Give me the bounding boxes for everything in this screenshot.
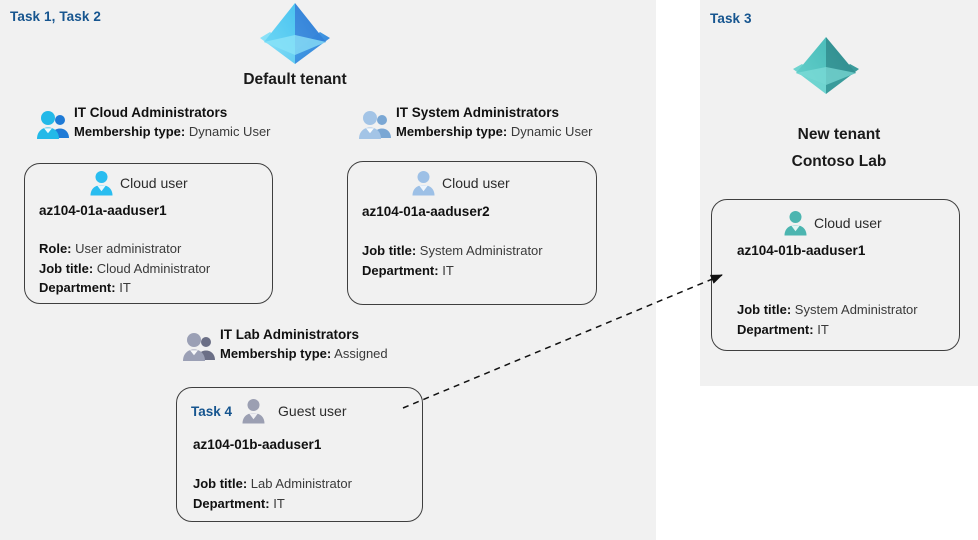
task-label-4: Task 4 <box>191 403 233 419</box>
azure-ad-tenant-icon <box>790 36 862 94</box>
attr-value: System Administrator <box>794 302 918 317</box>
attr-department: Department: IT <box>39 278 210 298</box>
group-membership: Membership type: Assigned <box>220 344 388 363</box>
group-users-icon <box>358 110 392 140</box>
group-it-system-administrators: IT System Administrators Membership type… <box>358 104 593 141</box>
task-label-3: Task 3 <box>710 11 752 26</box>
attr-label: Job title: <box>39 260 94 276</box>
attr-label: Job title: <box>193 476 248 491</box>
user-type-label: Cloud user <box>442 175 510 191</box>
attr-value: IT <box>817 321 829 337</box>
membership-label: Membership type: <box>74 124 186 139</box>
new-tenant-caption-line1: New tenant <box>797 126 881 143</box>
attr-value: IT <box>273 495 285 511</box>
attr-job-title: Job title: Cloud Administrator <box>39 259 210 279</box>
group-title: IT System Administrators <box>396 105 560 120</box>
membership-label: Membership type: <box>396 124 508 139</box>
attr-value: IT <box>119 280 131 295</box>
group-title: IT Lab Administrators <box>220 327 360 342</box>
membership-value: Dynamic User <box>510 124 593 139</box>
user-card-guest-az104-01b-aaduser1: Task 4 Guest user az104-01b-aaduser1 Job… <box>176 387 423 522</box>
attr-label: Department: <box>737 321 814 337</box>
user-card-header: Cloud user <box>783 210 882 236</box>
user-card-header: Cloud user <box>89 170 188 196</box>
user-card-az104-01a-aaduser1: Cloud user az104-01a-aaduser1 Role: User… <box>24 163 273 304</box>
attr-value: Cloud Administrator <box>96 260 211 276</box>
attr-label: Job title: <box>737 302 792 317</box>
attr-role: Role: User administrator <box>39 239 210 259</box>
user-card-header: Cloud user <box>411 170 510 196</box>
user-name: az104-01a-aaduser2 <box>362 204 490 219</box>
attr-job-title: Job title: System Administrator <box>362 241 543 261</box>
user-type-label: Cloud user <box>814 215 882 231</box>
user-card-az104-01a-aaduser2: Cloud user az104-01a-aaduser2 Job title:… <box>347 161 597 305</box>
user-name: az104-01b-aaduser1 <box>737 243 866 258</box>
azure-ad-tenant-icon <box>256 2 334 64</box>
cloud-user-icon <box>89 170 114 196</box>
user-type-label: Cloud user <box>120 175 188 191</box>
guest-user-icon <box>241 398 266 424</box>
cloud-user-icon <box>411 170 436 196</box>
attr-value: IT <box>442 262 454 278</box>
membership-label: Membership type: <box>220 346 332 361</box>
attr-label: Department: <box>39 280 116 295</box>
attr-value: User administrator <box>75 241 182 256</box>
user-type-label: Guest user <box>278 403 347 419</box>
new-tenant-caption-line2: Contoso Lab <box>791 153 887 170</box>
attr-label: Department: <box>193 495 270 511</box>
group-membership: Membership type: Dynamic User <box>74 122 271 141</box>
group-it-cloud-administrators: IT Cloud Administrators Membership type:… <box>36 104 271 141</box>
group-title: IT Cloud Administrators <box>74 105 228 120</box>
membership-value: Dynamic User <box>188 124 271 139</box>
attr-value: Lab Administrator <box>250 476 352 491</box>
attr-department: Department: IT <box>737 320 918 340</box>
cloud-user-icon <box>783 210 808 236</box>
attr-value: System Administrator <box>419 243 543 258</box>
group-users-icon <box>36 110 70 140</box>
attr-label: Job title: <box>362 243 417 258</box>
default-tenant-caption: Default tenant <box>243 71 347 88</box>
group-membership: Membership type: Dynamic User <box>396 122 593 141</box>
attr-department: Department: IT <box>193 494 352 514</box>
membership-value: Assigned <box>334 346 388 361</box>
user-name: az104-01b-aaduser1 <box>193 437 322 452</box>
user-attributes: Job title: Lab Administrator Department:… <box>193 474 352 513</box>
attr-job-title: Job title: System Administrator <box>737 300 918 320</box>
user-attributes: Job title: System Administrator Departme… <box>737 300 918 339</box>
user-attributes: Role: User administrator Job title: Clou… <box>39 239 210 298</box>
attr-department: Department: IT <box>362 261 543 281</box>
attr-label: Role: <box>39 241 72 256</box>
user-card-header: Task 4 Guest user <box>191 398 347 424</box>
attr-job-title: Job title: Lab Administrator <box>193 474 352 494</box>
task-label-1-2: Task 1, Task 2 <box>10 9 101 24</box>
group-it-lab-administrators: IT Lab Administrators Membership type: A… <box>182 326 388 363</box>
attr-label: Department: <box>362 262 439 278</box>
user-name: az104-01a-aaduser1 <box>39 203 167 218</box>
group-users-icon <box>182 332 216 362</box>
user-card-az104-01b-aaduser1: Cloud user az104-01b-aaduser1 Job title:… <box>711 199 960 351</box>
user-attributes: Job title: System Administrator Departme… <box>362 241 543 280</box>
